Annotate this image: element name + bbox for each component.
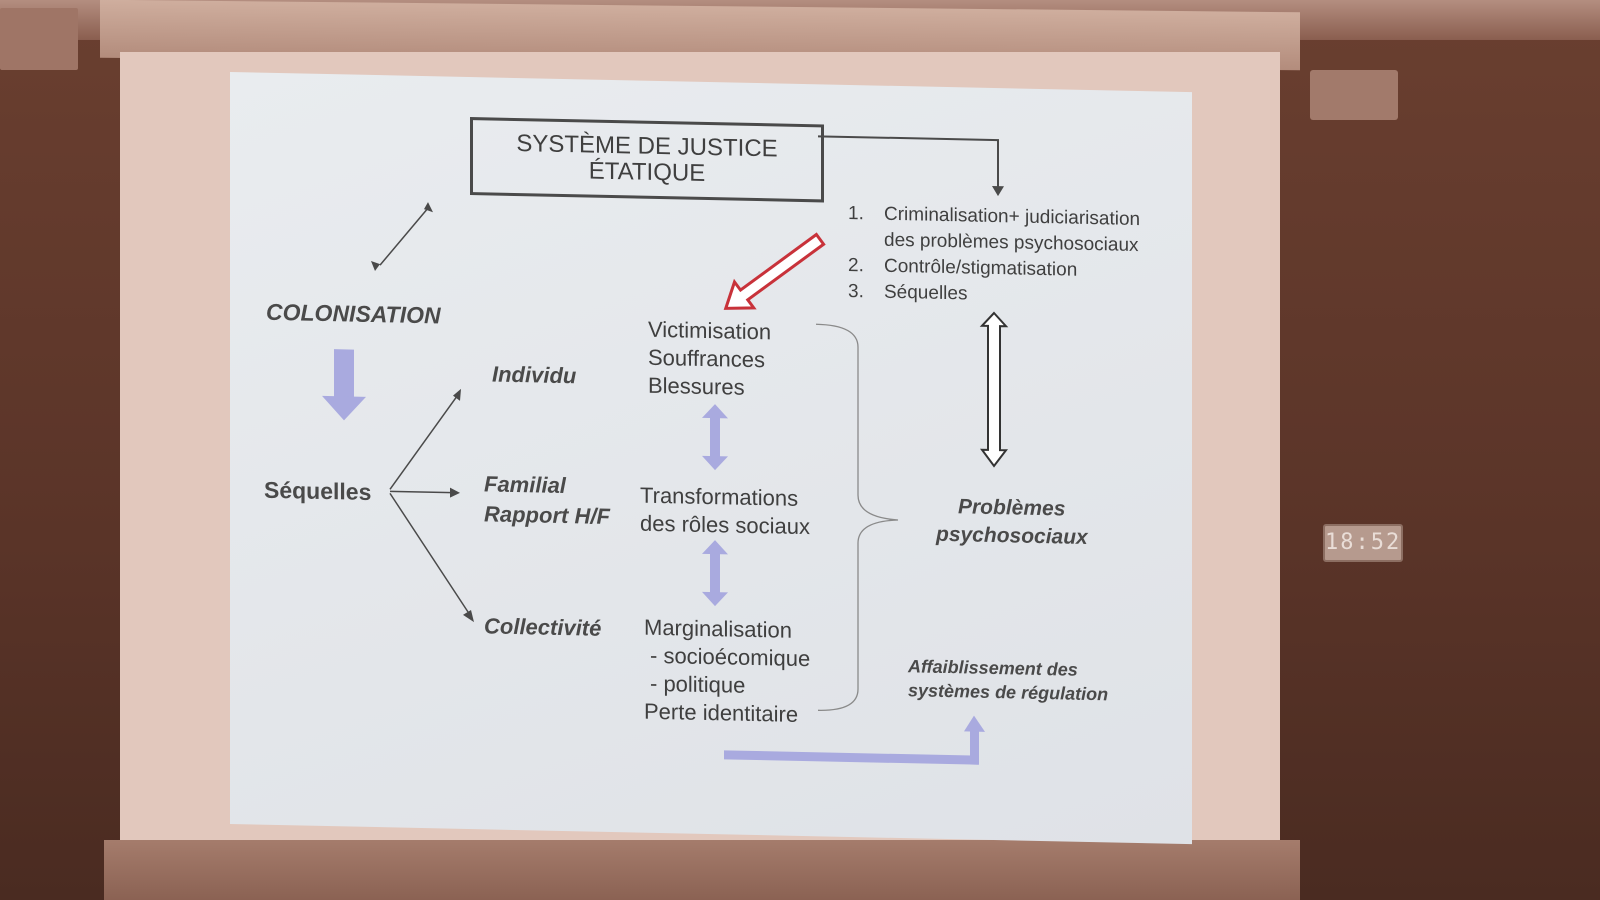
affaiblissement-label-1: Affaiblissement des xyxy=(908,656,1078,680)
transformations-text: Transformations xyxy=(640,482,799,511)
title-connector-line xyxy=(818,135,999,189)
problemes-label-2: psychosociaux xyxy=(936,522,1088,549)
problemes-label-1: Problèmes xyxy=(958,495,1066,521)
wall-speaker-right xyxy=(1310,70,1398,120)
bottom-feedback-arrow xyxy=(724,715,985,765)
politique-text: - politique xyxy=(650,670,746,698)
colonisation-justice-arrowhead-bottom xyxy=(371,260,380,272)
affaiblissement-label-2: systèmes de régulation xyxy=(908,680,1109,705)
victimisation-text: Victimisation xyxy=(648,316,772,345)
branch-arrowhead-familial xyxy=(450,487,460,498)
sequelles-label: Séquelles xyxy=(264,476,372,505)
branch-arrowhead-collectivite xyxy=(463,610,474,623)
wall-speaker-left xyxy=(0,8,78,70)
wall-clock: 18:52 xyxy=(1323,524,1403,562)
white-double-arrow xyxy=(979,311,1009,468)
branch-to-collectivite xyxy=(389,492,471,616)
souffrances-text: Souffrances xyxy=(648,344,766,373)
projected-slide: SYSTÈME DE JUSTICE ÉTATIQUE 1. Criminali… xyxy=(230,72,1192,845)
blessures-text: Blessures xyxy=(648,372,745,400)
collectivite-label: Collectivité xyxy=(484,613,602,641)
lilac-double-arrow-1 xyxy=(702,404,728,471)
roles-text: des rôles sociaux xyxy=(640,510,810,540)
diagram-arrows xyxy=(322,135,1009,765)
colonisation-justice-line xyxy=(379,207,429,266)
socio-text: - socioécomique xyxy=(650,642,811,672)
colonisation-down-arrow xyxy=(322,349,366,421)
familial-label: Familial xyxy=(484,471,566,499)
perte-text: Perte identitaire xyxy=(644,698,799,727)
marginalisation-text: Marginalisation xyxy=(644,614,792,643)
branch-to-familial xyxy=(390,490,452,494)
individu-label: Individu xyxy=(492,361,577,389)
colonisation-label: COLONISATION xyxy=(266,298,441,329)
red-hollow-arrow xyxy=(723,232,826,310)
branch-arrowhead-individu xyxy=(453,388,461,401)
rapport-label: Rapport H/F xyxy=(484,501,610,529)
lilac-double-arrow-2 xyxy=(702,540,728,607)
colonisation-justice-arrowhead-top xyxy=(424,202,433,213)
title-connector-arrowhead xyxy=(992,185,1004,197)
branch-to-individu xyxy=(389,394,459,490)
grouping-bracket xyxy=(815,323,899,711)
screen-bottom-wall xyxy=(104,840,1300,900)
